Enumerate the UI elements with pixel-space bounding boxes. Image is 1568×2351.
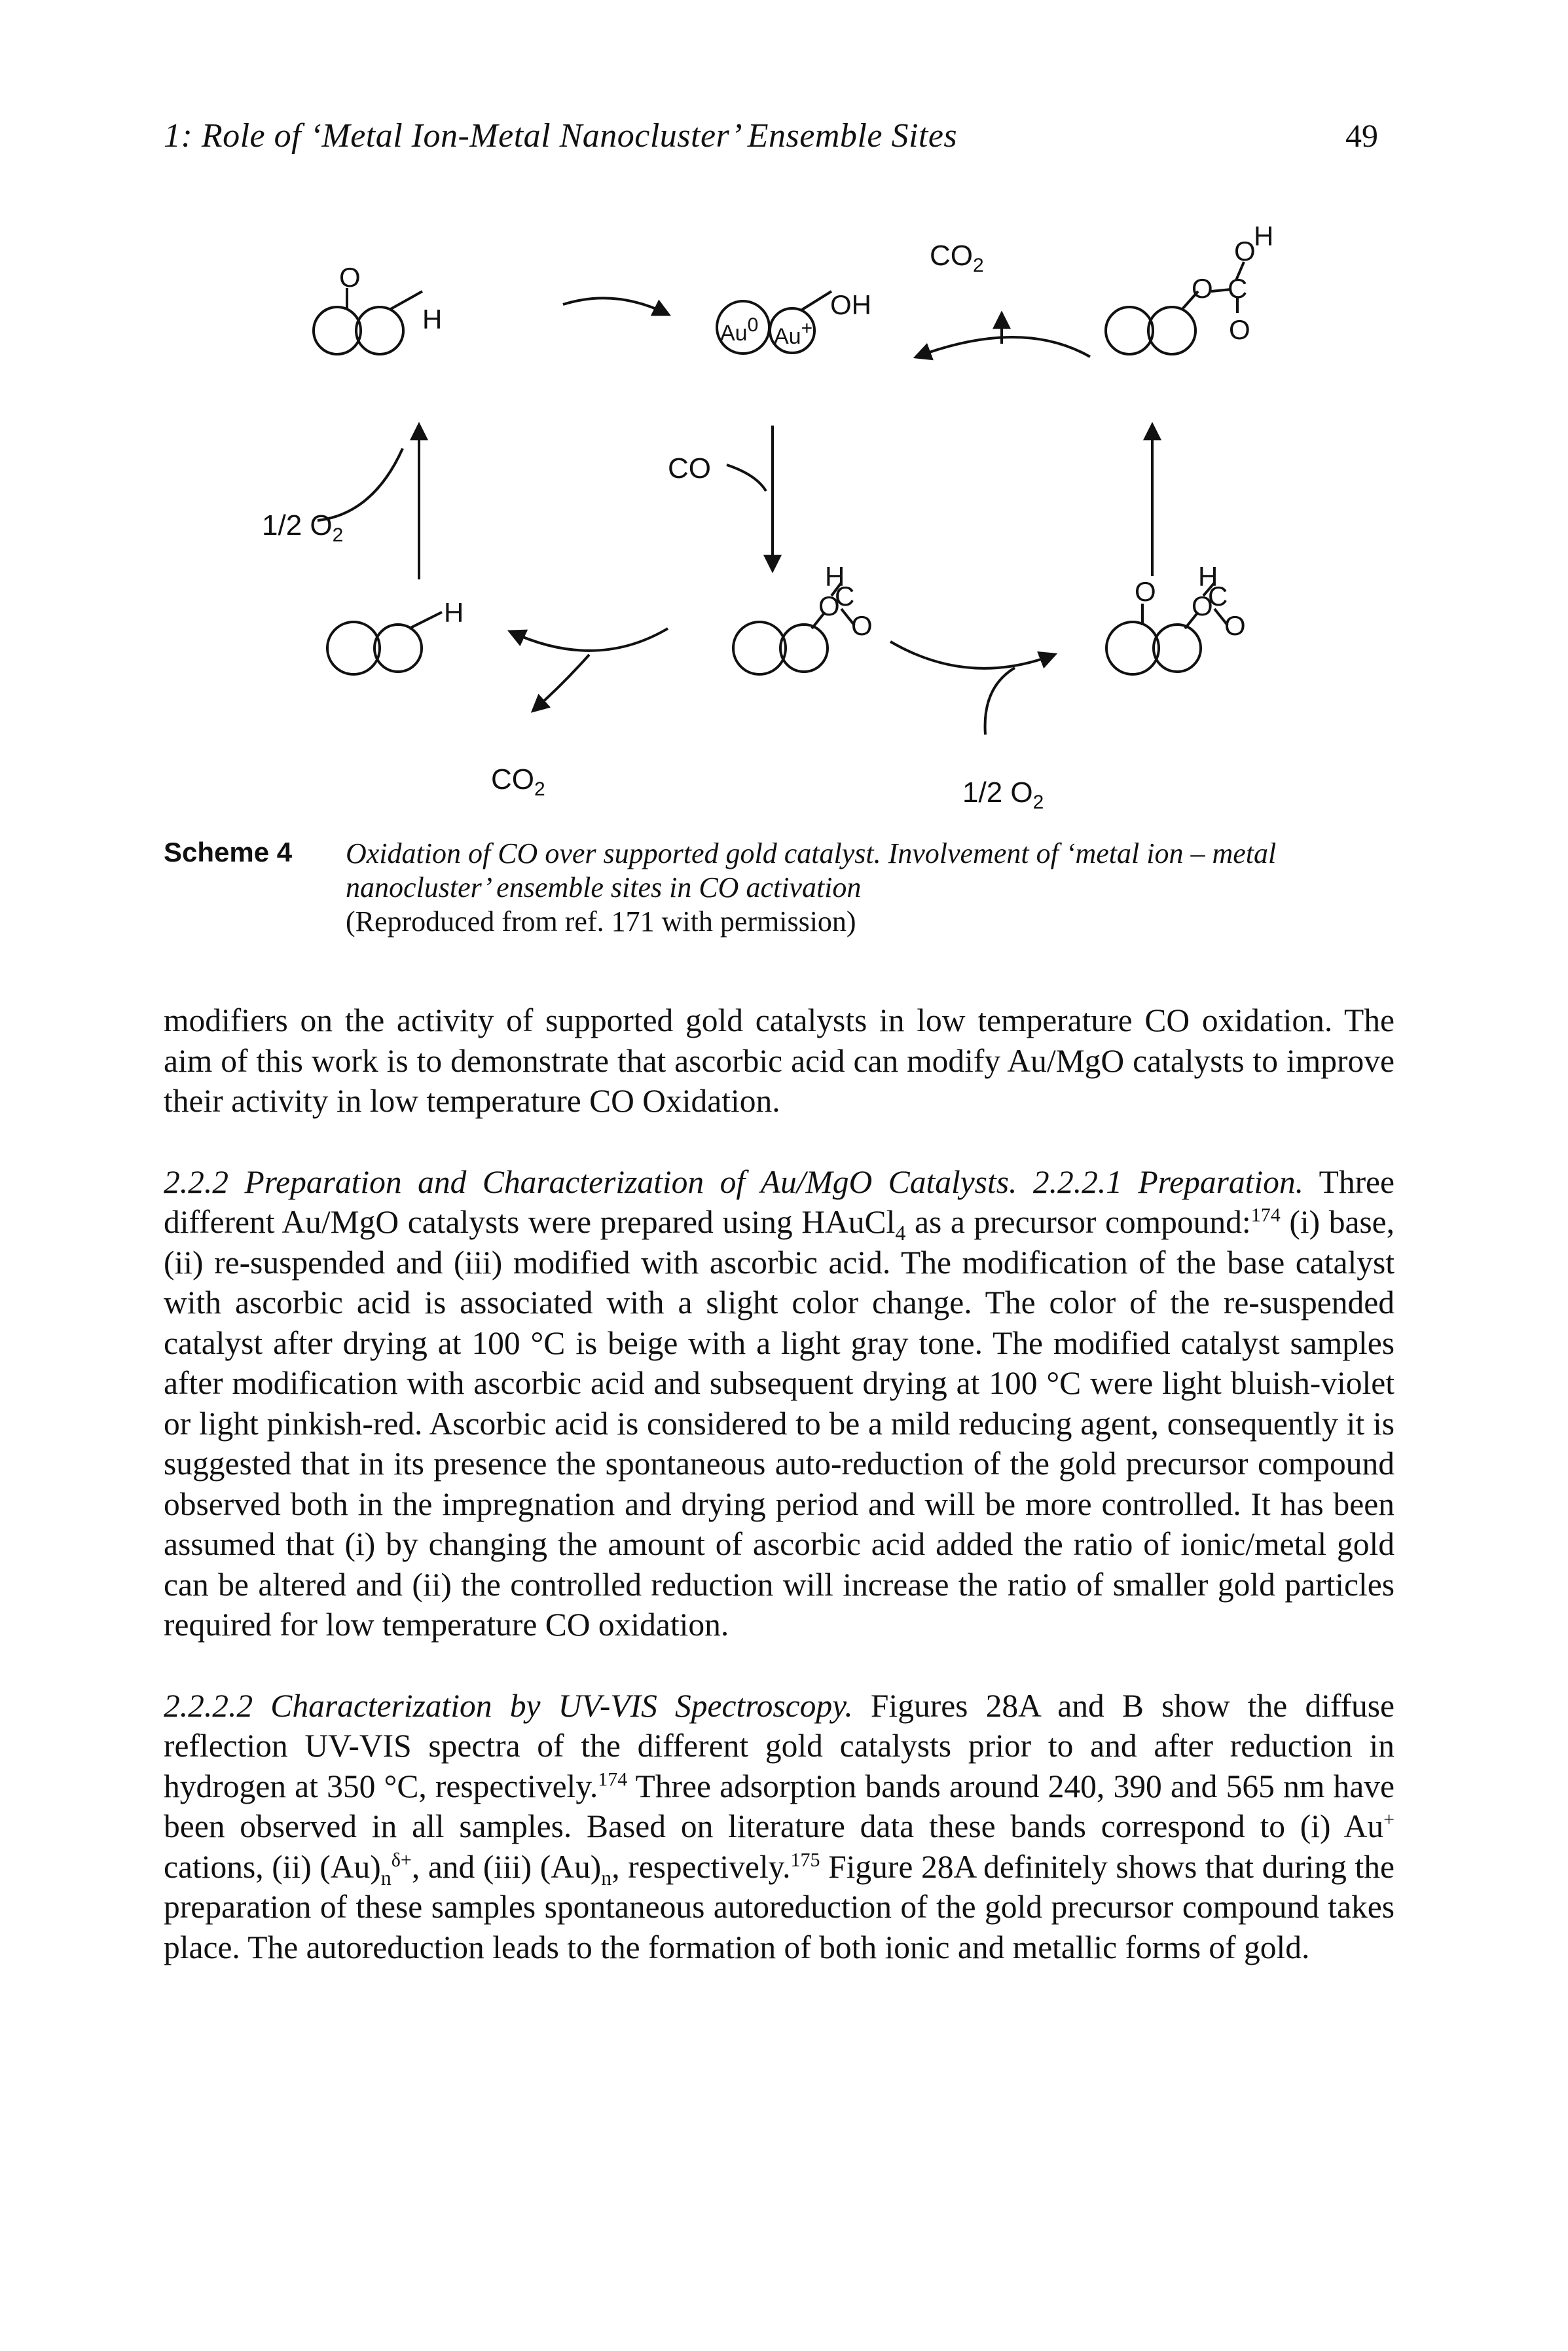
structure-o-hco-bottom-right (1105, 581, 1229, 676)
support-circle (1105, 621, 1160, 676)
page-number: 49 (1345, 117, 1378, 154)
text-run: Three different Au/MgO catalysts were pr… (164, 1163, 1395, 1241)
support-circle (779, 623, 829, 673)
arrow-half-o2-in (983, 666, 1016, 735)
body-text: modifiers on the activity of supported g… (164, 1000, 1395, 2008)
atom-h: H (1198, 561, 1218, 592)
text-run: Figure 28A definitely shows that during … (164, 1848, 1395, 1965)
arrow-half-o2-left (317, 448, 404, 522)
running-title: 1: Role of ‘Metal Ion-Metal Nanocluster’… (164, 117, 958, 155)
superscript: + (1383, 1808, 1395, 1831)
support-circle (1147, 306, 1197, 355)
label-half-o2-left: 1/2 O2 (262, 509, 343, 546)
atom-oh: OH (830, 289, 871, 320)
structure-formate-top-right (1104, 261, 1245, 355)
atom-c: C (1228, 273, 1247, 304)
au-plus-circle (769, 307, 816, 354)
caption-credit: (Reproduced from ref. 171 with permissio… (346, 905, 856, 938)
atom-h: H (1254, 221, 1273, 251)
scheme-4-diagram: O H OH Au0 Au+ O C O H O H H O C O O H O… (262, 221, 1273, 813)
reference-superscript: 175 (790, 1849, 820, 1870)
scheme-label: Scheme 4 (164, 837, 293, 867)
support-circle (732, 621, 787, 676)
scheme-caption: Oxidation of CO over supported gold cata… (346, 837, 1406, 939)
caption-line: nanocluster’ ensemble sites in CO activa… (346, 871, 862, 903)
text-run: , respectively. (611, 1848, 791, 1885)
au0-label: Au0 (720, 314, 758, 346)
text-run: , and (iii) (Au) (411, 1848, 602, 1885)
paragraph-uvvis: 2.2.2.2 Characterization by UV-VIS Spect… (164, 1686, 1395, 1968)
atom-o: O (1234, 236, 1256, 266)
atom-c: C (835, 581, 854, 611)
atom-h: H (444, 597, 464, 628)
reference-superscript: 174 (1250, 1204, 1281, 1226)
atom-o: O (1135, 576, 1156, 607)
support-circle (373, 623, 423, 673)
support-circle (1152, 623, 1202, 673)
atom-o: O (818, 591, 840, 621)
arrow-bottom-right (889, 640, 1058, 670)
atom-o: O (339, 262, 361, 293)
structure-au-top-middle (716, 290, 833, 355)
subscript: n (601, 1865, 612, 1889)
section-heading: 2.2.2 Preparation and Characterization o… (164, 1163, 1304, 1200)
arrow-co-in (726, 464, 767, 492)
structure-o-top-left (312, 288, 423, 355)
label-co-middle: CO (668, 452, 711, 484)
structure-oh-bottom-left (326, 611, 443, 676)
text-run: Three adsorption bands around 240, 390 a… (164, 1768, 1395, 1845)
subscript: 4 (895, 1220, 906, 1245)
atom-o: O (1192, 273, 1213, 304)
label-co2-top: CO2 (930, 240, 984, 276)
text-run: as a precursor compound: (914, 1204, 1251, 1240)
label-co2-bottom: CO2 (491, 763, 545, 800)
arrow-co2-release (913, 336, 1091, 361)
atom-o: O (1229, 314, 1250, 345)
support-circle (355, 306, 405, 355)
text-run: (i) base, (ii) re-suspended and (iii) mo… (164, 1204, 1395, 1643)
arrow-top (562, 297, 672, 316)
atom-c: C (1208, 581, 1228, 611)
support-circle (326, 621, 381, 676)
subscript: n (380, 1865, 392, 1889)
atom-h: H (825, 561, 845, 592)
structure-hco-bottom-middle (732, 581, 856, 676)
caption-line: Oxidation of CO over supported gold cata… (346, 837, 1277, 869)
superscript: δ+ (391, 1849, 412, 1870)
reference-superscript: 174 (598, 1768, 628, 1790)
arrow-co2-out (530, 653, 591, 713)
text-run: Figures 28A and B show the diffuse refle… (164, 1687, 1395, 1804)
label-half-o2-bottom: 1/2 O2 (962, 776, 1044, 813)
atom-o: O (1224, 610, 1246, 641)
atom-o: O (1192, 591, 1213, 621)
support-circle (1104, 306, 1154, 355)
paragraph-preparation: 2.2.2 Preparation and Characterization o… (164, 1162, 1395, 1645)
paragraph-intro: modifiers on the activity of supported g… (164, 1002, 1395, 1119)
support-circle (312, 306, 362, 355)
atom-o: O (851, 610, 873, 641)
section-heading: 2.2.2.2 Characterization by UV-VIS Spect… (164, 1687, 853, 1724)
au-plus-label: Au+ (774, 318, 812, 349)
text-run: cations, (ii) (Au) (164, 1848, 381, 1885)
atom-h: H (422, 304, 442, 335)
arrow-bottom-left (507, 627, 669, 652)
